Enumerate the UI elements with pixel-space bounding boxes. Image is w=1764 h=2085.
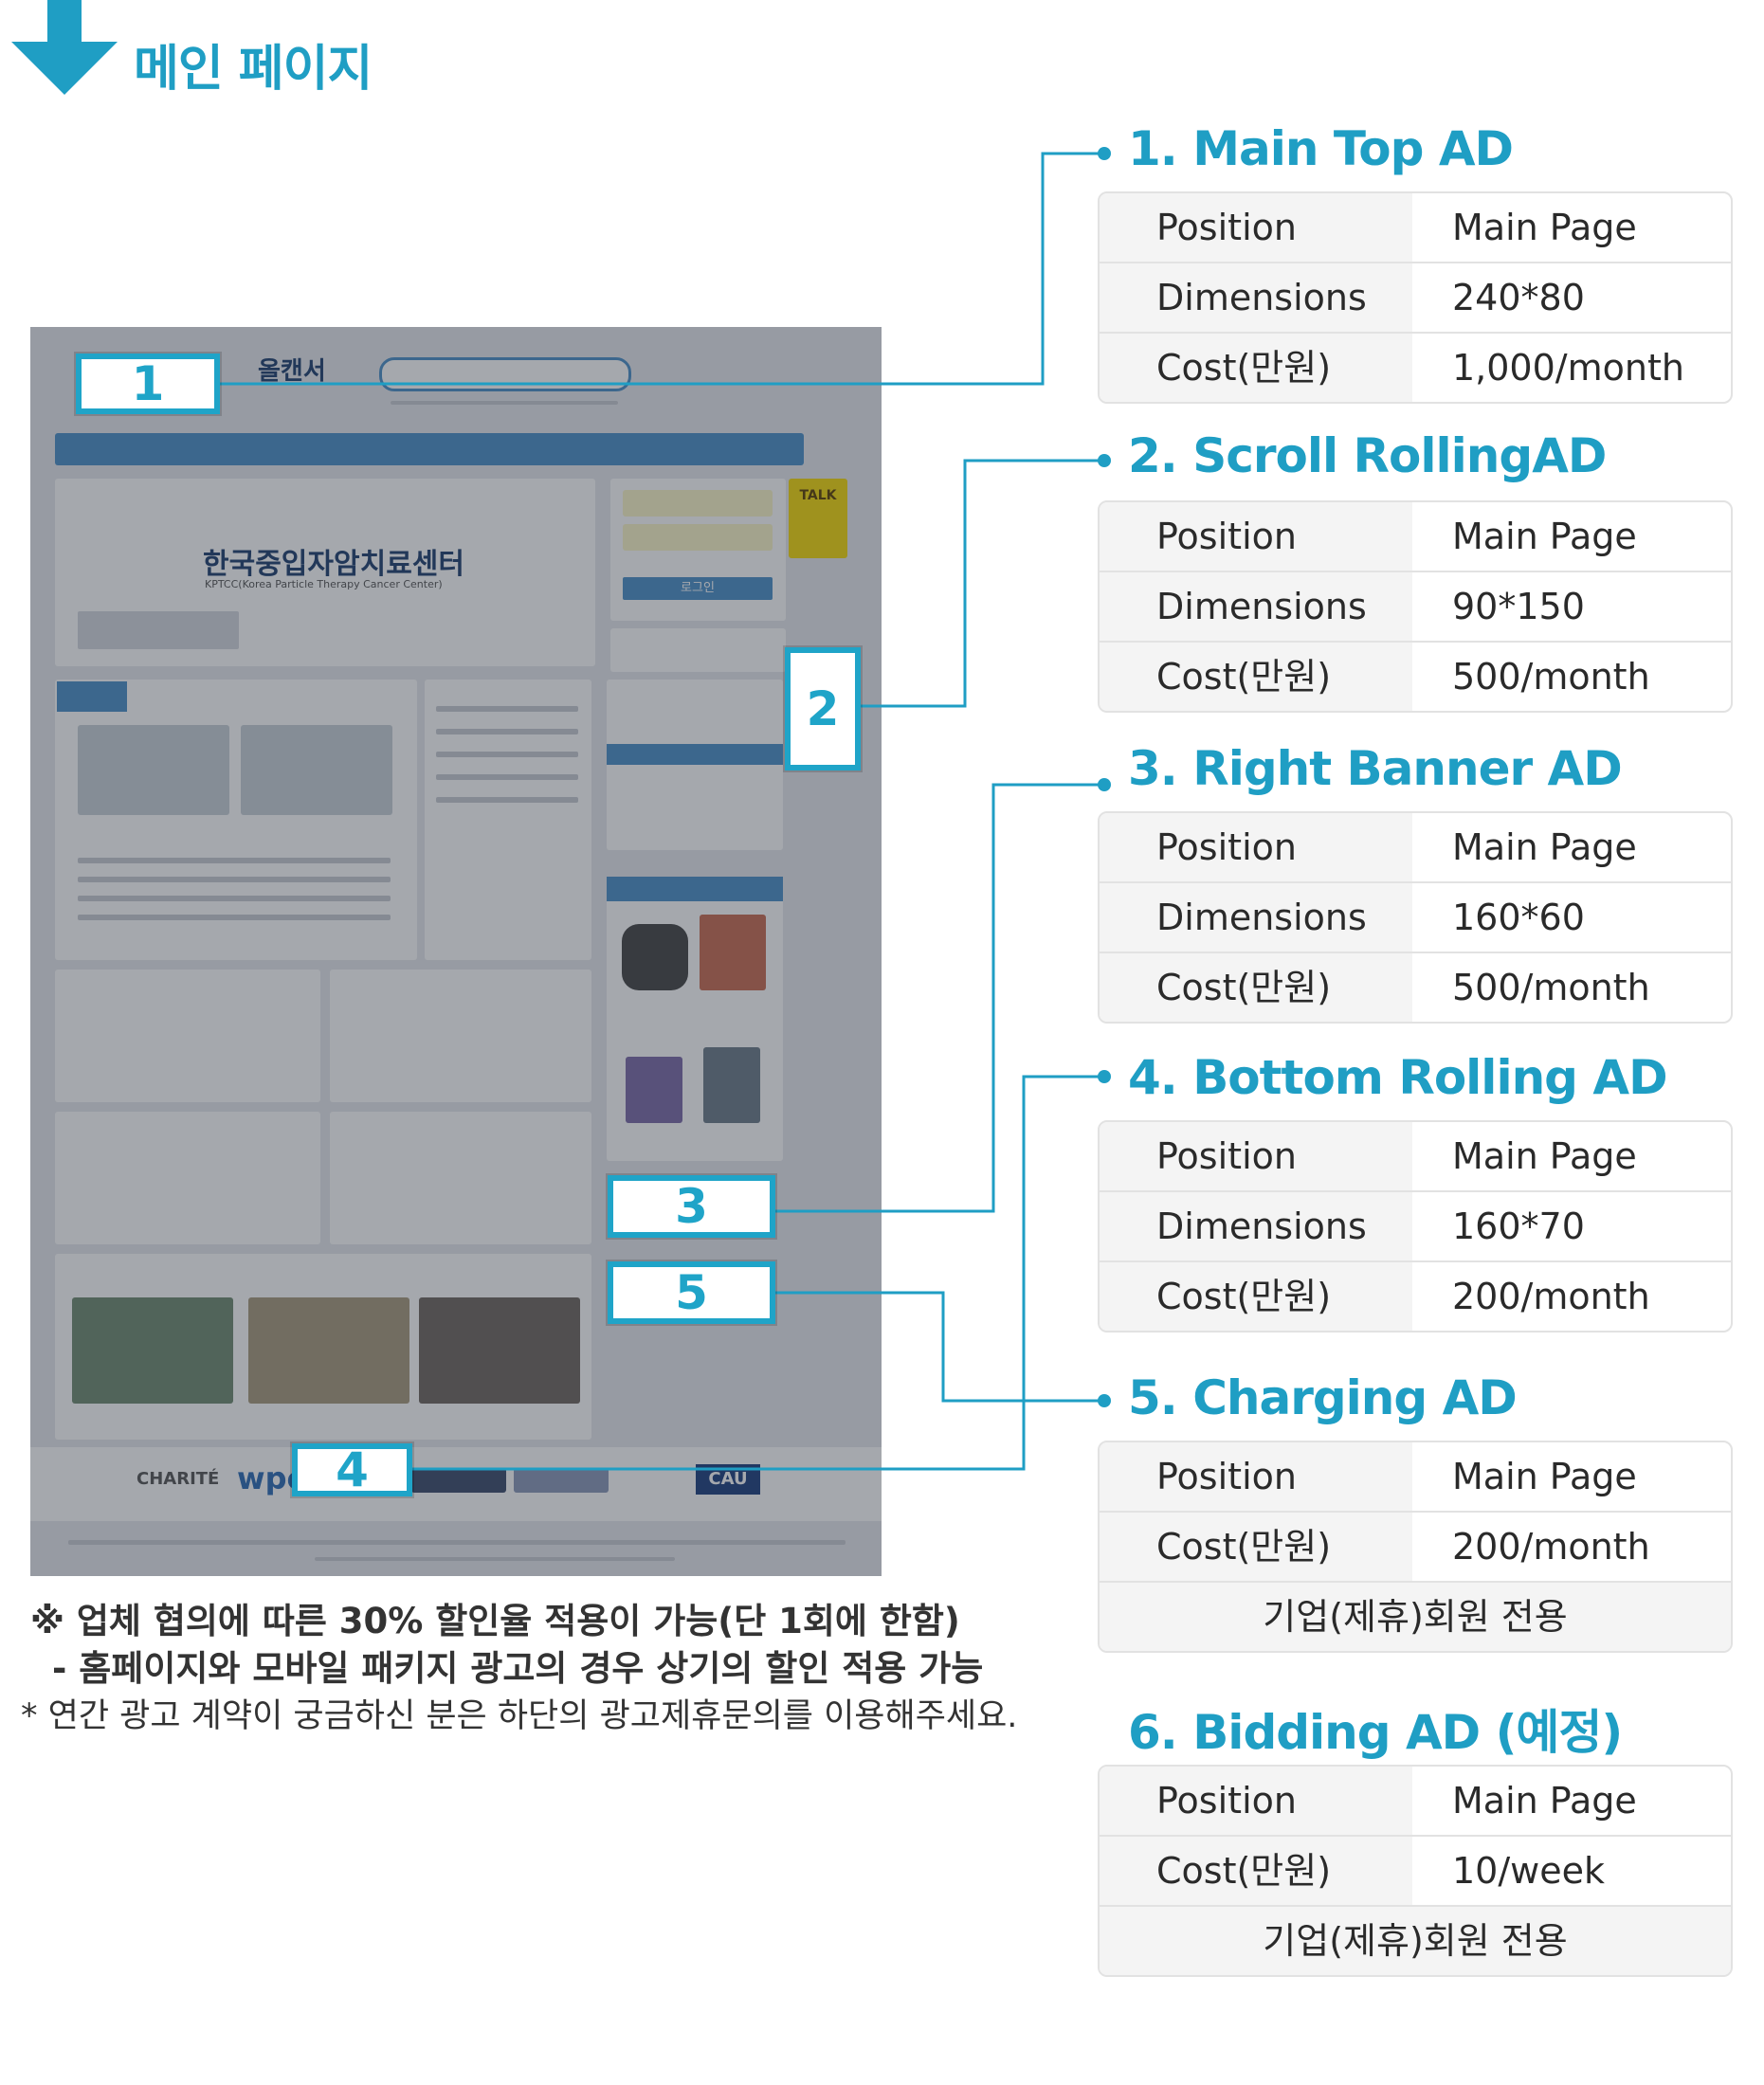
ad-value: 160*60 [1452,897,1585,938]
ad-value: 1,000/month [1452,347,1684,389]
ad-key: Dimensions [1100,883,1412,952]
ad-table-right-banner: Position Main Page Dimensions 160*60 Cost(… [1098,811,1733,1024]
ad-value: 10/week [1452,1850,1605,1892]
ad-key: Position [1100,502,1412,571]
page-title: 메인 페이지 [134,41,373,98]
ad-value: Main Page [1452,826,1637,868]
contract-note: * 연간 광고 계약이 궁금하신 분은 하단의 광고제휴문의를 이용해주세요. [21,1697,1018,1735]
ad-key: Cost(만원) [1100,334,1412,402]
ad-table-bidding: Position Main Page Cost(만원) 10/week 기업(제휴)… [1098,1765,1733,1977]
ad-key: Position [1100,1767,1412,1835]
ad-key: Position [1100,1122,1412,1190]
ad-key: Dimensions [1100,263,1412,332]
callout-badge-2: 2 [785,647,861,771]
ad-value: Main Page [1452,207,1637,248]
ad-value: 160*70 [1452,1206,1585,1247]
ad-key: Position [1100,1442,1412,1511]
ad-key: Cost(만원) [1100,1513,1412,1581]
callout-badge-3: 3 [608,1175,775,1238]
discount-note-detail: - 홈페이지와 모바일 패키지 광고의 경우 상기의 할인 적용 가능 [52,1648,984,1689]
ad-title-right-banner: 3. Right Banner AD [1128,741,1623,796]
kakao-talk-banner: TALK [789,479,847,558]
ad-value: 90*150 [1452,586,1585,627]
partner-logo-charite: CHARITÉ [136,1469,220,1489]
ad-table-main-top: Position Main Page Dimensions 240*80 Cost(… [1098,191,1733,404]
main-page-screenshot: 올캔서 한국중입자암치료센터 KPTCC(Korea Particle Ther… [30,327,882,1576]
ad-key: Position [1100,193,1412,262]
ad-value: 240*80 [1452,277,1585,318]
site-nav-bar [55,433,804,465]
ad-title-scroll-rolling: 2. Scroll RollingAD [1128,428,1607,483]
ad-key: Cost(만원) [1100,1837,1412,1905]
ad-value: Main Page [1452,516,1637,557]
ad-value: Main Page [1452,1456,1637,1497]
ad-table-charging: Position Main Page Cost(만원) 200/month 기업(제… [1098,1441,1733,1653]
ad-key: Cost(만원) [1100,953,1412,1022]
ad-title-charging: 5. Charging AD [1128,1370,1518,1425]
ad-table-scroll-rolling: Position Main Page Dimensions 90*150 Cost(… [1098,500,1733,713]
ad-key: Dimensions [1100,1192,1412,1260]
ad-table-bottom-rolling: Position Main Page Dimensions 160*70 Cost(… [1098,1120,1733,1333]
discount-note: ※ 업체 협의에 따른 30% 할인율 적용이 가능(단 1회에 한함) [30,1601,960,1641]
ad-title-bidding: 6. Bidding AD (예정) [1128,1705,1623,1760]
ad-title-main-top: 1. Main Top AD [1128,121,1514,176]
ad-value: 200/month [1452,1276,1650,1317]
ad-key: Position [1100,813,1412,881]
callout-badge-1: 1 [76,354,220,414]
callout-badge-5: 5 [608,1261,775,1324]
ad-value: Main Page [1452,1135,1637,1177]
ad-note: 기업(제휴)회원 전용 [1100,1581,1731,1651]
arrow-down-icon [11,0,118,95]
ad-value: 200/month [1452,1526,1650,1568]
ad-value: 500/month [1452,656,1650,698]
ad-title-bottom-rolling: 4. Bottom Rolling AD [1128,1050,1668,1105]
banner-title: 한국중입자암치료센터 [203,548,464,581]
callout-badge-4: 4 [292,1443,412,1496]
ad-key: Cost(만원) [1100,643,1412,711]
site-login-button: 로그인 [623,577,773,600]
ad-note: 기업(제휴)회원 전용 [1100,1905,1731,1975]
banner-subtitle: KPTCC(Korea Particle Therapy Cancer Cent… [205,578,443,590]
ad-value: 500/month [1452,967,1650,1008]
ad-key: Cost(만원) [1100,1262,1412,1331]
ad-key: Dimensions [1100,572,1412,641]
ad-value: Main Page [1452,1780,1637,1822]
